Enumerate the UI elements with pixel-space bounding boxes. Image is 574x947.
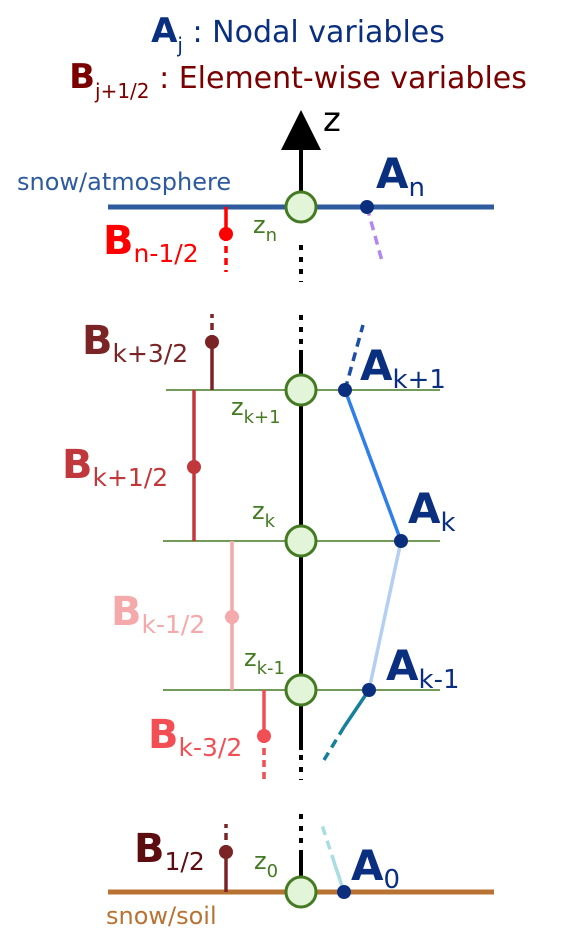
nodal-point-k (394, 534, 408, 548)
nodal-point-n (360, 200, 374, 214)
element-point-k+3/2 (205, 335, 219, 349)
element-label-k-3/2: Bk-3/2 (148, 712, 242, 762)
element-label-k-1/2-subscript: k-1/2 (142, 610, 206, 639)
element-label-1/2: B1/2 (134, 826, 205, 876)
nodal-label-k+1: Ak+1 (360, 341, 446, 395)
nodal-label-k-base: A (408, 484, 441, 533)
profile-dash-k+1 (343, 324, 365, 391)
node-circle-n (284, 190, 318, 224)
z-label-0-subscript: 0 (267, 861, 278, 882)
node-circle-k+1 (284, 373, 318, 407)
legend-element-symbol: B (69, 57, 95, 97)
element-label-n-1/2: Bn-1/2 (103, 218, 199, 268)
legend-element-text: : Element-wise variables (150, 61, 527, 96)
element-label-k-1/2-base: B (111, 589, 142, 635)
legend-nodal-text: : Nodal variables (183, 15, 445, 50)
atmosphere-boundary-label: snow/atmosphere (17, 168, 231, 196)
nodal-label-k-1-base: A (386, 641, 419, 690)
legend-element-subscript: j+1/2 (94, 79, 150, 103)
element-label-n-1/2-subscript: n-1/2 (134, 239, 199, 268)
profile-segment-k-k-1 (367, 540, 403, 691)
legend-nodal-symbol: A (151, 11, 178, 51)
element-label-k+3/2-base: B (82, 318, 113, 364)
z-axis-label: z (323, 100, 341, 140)
z-label-n-subscript: n (266, 225, 277, 246)
element-label-k-1/2: Bk-1/2 (111, 589, 205, 639)
element-label-k+1/2: Bk+1/2 (62, 442, 168, 492)
node-circle-k (284, 524, 318, 558)
z-label-k+1-base: z (231, 393, 244, 421)
nodal-label-n-base: A (376, 149, 409, 198)
nodal-label-k-1: Ak-1 (386, 641, 460, 695)
profile-segment-k+1-k (343, 389, 403, 542)
element-label-1/2-subscript: 1/2 (165, 847, 205, 876)
profile-dash-k-1 (322, 726, 346, 761)
soil-boundary-label: snow/soil (106, 902, 217, 930)
z-label-k+1: zk+1 (231, 393, 281, 428)
element-label-1/2-base: B (134, 826, 165, 872)
nodal-label-0-base: A (351, 841, 384, 890)
element-point-n-1/2 (219, 227, 233, 241)
nodal-label-k-subscript: k (441, 508, 456, 538)
element-point-k-1/2 (225, 610, 239, 624)
element-label-n-1/2-base: B (103, 218, 134, 264)
element-label-k-3/2-base: B (148, 712, 179, 758)
element-label-k-3/2-subscript: k-3/2 (179, 733, 243, 762)
element-label-k+3/2-subscript: k+3/2 (113, 339, 189, 368)
z-label-k-subscript: k (265, 511, 276, 532)
z-label-k-1: zk-1 (244, 644, 285, 679)
nodal-label-0: A0 (351, 841, 400, 895)
profile-dash-0 (320, 824, 346, 893)
z-label-n: zn (253, 211, 277, 246)
element-point-k+1/2 (187, 460, 201, 474)
z-label-k+1-subscript: k+1 (244, 407, 281, 428)
nodal-label-k: Ak (408, 484, 456, 538)
nodal-point-k+1 (338, 383, 352, 397)
nodal-label-0-subscript: 0 (384, 865, 401, 895)
z-label-n-base: z (253, 211, 266, 239)
profile-dash-n (365, 206, 384, 262)
legend-element: Bj+1/2 : Element-wise variables (69, 57, 527, 103)
nodal-label-n-subscript: n (409, 173, 425, 203)
element-label-k+1/2-subscript: k+1/2 (93, 463, 169, 492)
element-point-1/2 (219, 845, 233, 859)
legend-nodal-subscript: j (176, 33, 183, 57)
nodal-label-k+1-base: A (360, 341, 393, 390)
node-circle-0 (284, 875, 318, 909)
element-label-k+1/2-base: B (62, 442, 93, 488)
z-label-k-base: z (252, 497, 265, 525)
z-label-k-1-subscript: k-1 (257, 658, 285, 679)
node-circle-k-1 (284, 673, 318, 707)
z-label-k: zk (252, 497, 276, 532)
nodal-label-k+1-subscript: k+1 (393, 365, 446, 395)
z-label-0-base: z (254, 847, 267, 875)
z-label-k-1-base: z (244, 644, 257, 672)
nodal-point-k-1 (362, 683, 376, 697)
element-point-k-3/2 (257, 729, 271, 743)
nodal-label-n: An (376, 149, 425, 203)
nodal-label-k-1-subscript: k-1 (419, 665, 460, 695)
element-label-k+3/2: Bk+3/2 (82, 318, 188, 368)
profile-segment-k-1-down (342, 689, 371, 728)
nodal-point-0 (337, 885, 351, 899)
legend-nodal: Aj : Nodal variables (151, 11, 445, 57)
z-label-0: z0 (254, 847, 278, 882)
